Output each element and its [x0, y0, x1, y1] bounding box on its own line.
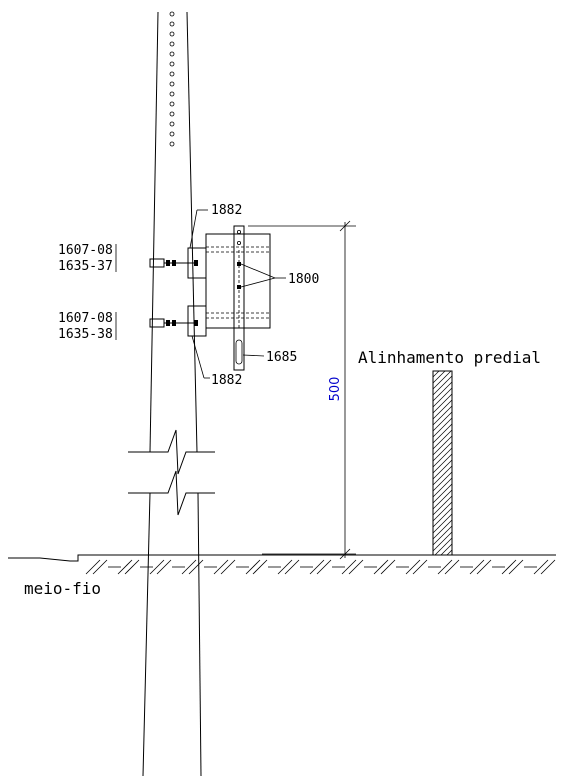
- pole-holes: [169, 11, 175, 147]
- break-symbol: [128, 429, 215, 516]
- label-1882-top: 1882: [211, 203, 242, 218]
- label-1607-08-b: 1607-08: [58, 311, 113, 326]
- through-bolt-upper: [115, 244, 198, 272]
- meter-box: [205, 233, 271, 329]
- dimension-500: [248, 220, 356, 560]
- dimension-value: 500: [328, 377, 343, 402]
- vertical-support-bar: [233, 225, 245, 371]
- ground-hatch: [85, 559, 556, 575]
- label-1800: 1800: [288, 272, 319, 287]
- label-1685: 1685: [266, 350, 297, 365]
- leader-1685: [242, 354, 265, 357]
- label-1882-bottom: 1882: [211, 373, 242, 388]
- pole: [142, 11, 202, 777]
- label-curb: meio-fio: [24, 579, 101, 598]
- label-building-line: Alinhamento predial: [358, 348, 541, 367]
- bracket-1882-top: [187, 209, 208, 279]
- building-wall: [432, 370, 453, 556]
- bolts-1800: [237, 262, 286, 289]
- ground-line: [8, 554, 556, 562]
- label-1607-08-a: 1607-08: [58, 243, 113, 258]
- label-1635-37: 1635-37: [58, 259, 113, 274]
- bracket-1882-bottom: [187, 305, 210, 379]
- through-bolt-lower: [115, 312, 198, 340]
- label-1635-38: 1635-38: [58, 327, 113, 342]
